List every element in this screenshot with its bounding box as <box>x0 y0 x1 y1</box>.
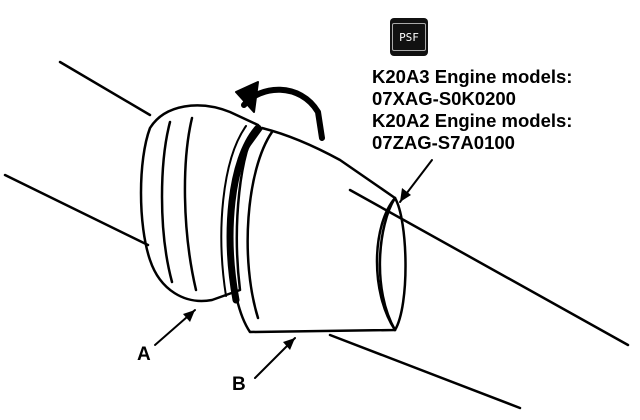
leader-b-head <box>283 338 295 350</box>
tool-part-callout: K20A3 Engine models: 07XAG-S0K0200 K20A2… <box>372 66 572 154</box>
tool-b-tip-end <box>393 196 407 332</box>
leader-callout-head <box>400 188 411 202</box>
tool-b-tip <box>375 196 397 332</box>
rotation-arrowhead <box>235 81 259 113</box>
shaft-lower-edge <box>3 173 150 247</box>
label-b: B <box>232 374 246 395</box>
callout-line-1: K20A3 Engine models: <box>372 66 573 87</box>
shaft-lower-edge-right <box>328 333 522 410</box>
tool-b-base-edge <box>246 130 274 320</box>
psf-badge-text: PSF <box>392 23 426 51</box>
label-a: A <box>137 344 151 365</box>
seal-a-lip <box>160 120 174 284</box>
seal-a-housing <box>139 104 260 303</box>
psf-fluid-icon: PSF <box>390 18 428 56</box>
seal-a-groove <box>183 116 198 292</box>
shaft-upper-edge-right <box>348 188 630 347</box>
tool-b-cone <box>229 126 397 334</box>
seal-ring-inner <box>220 125 247 297</box>
callout-line-2: 07XAG-S0K0200 <box>372 88 516 109</box>
callout-line-4: 07ZAG-S7A0100 <box>372 132 515 153</box>
leader-a-head <box>183 310 195 322</box>
shaft-upper-edge <box>58 60 152 117</box>
callout-line-3: K20A2 Engine models: <box>372 110 573 131</box>
